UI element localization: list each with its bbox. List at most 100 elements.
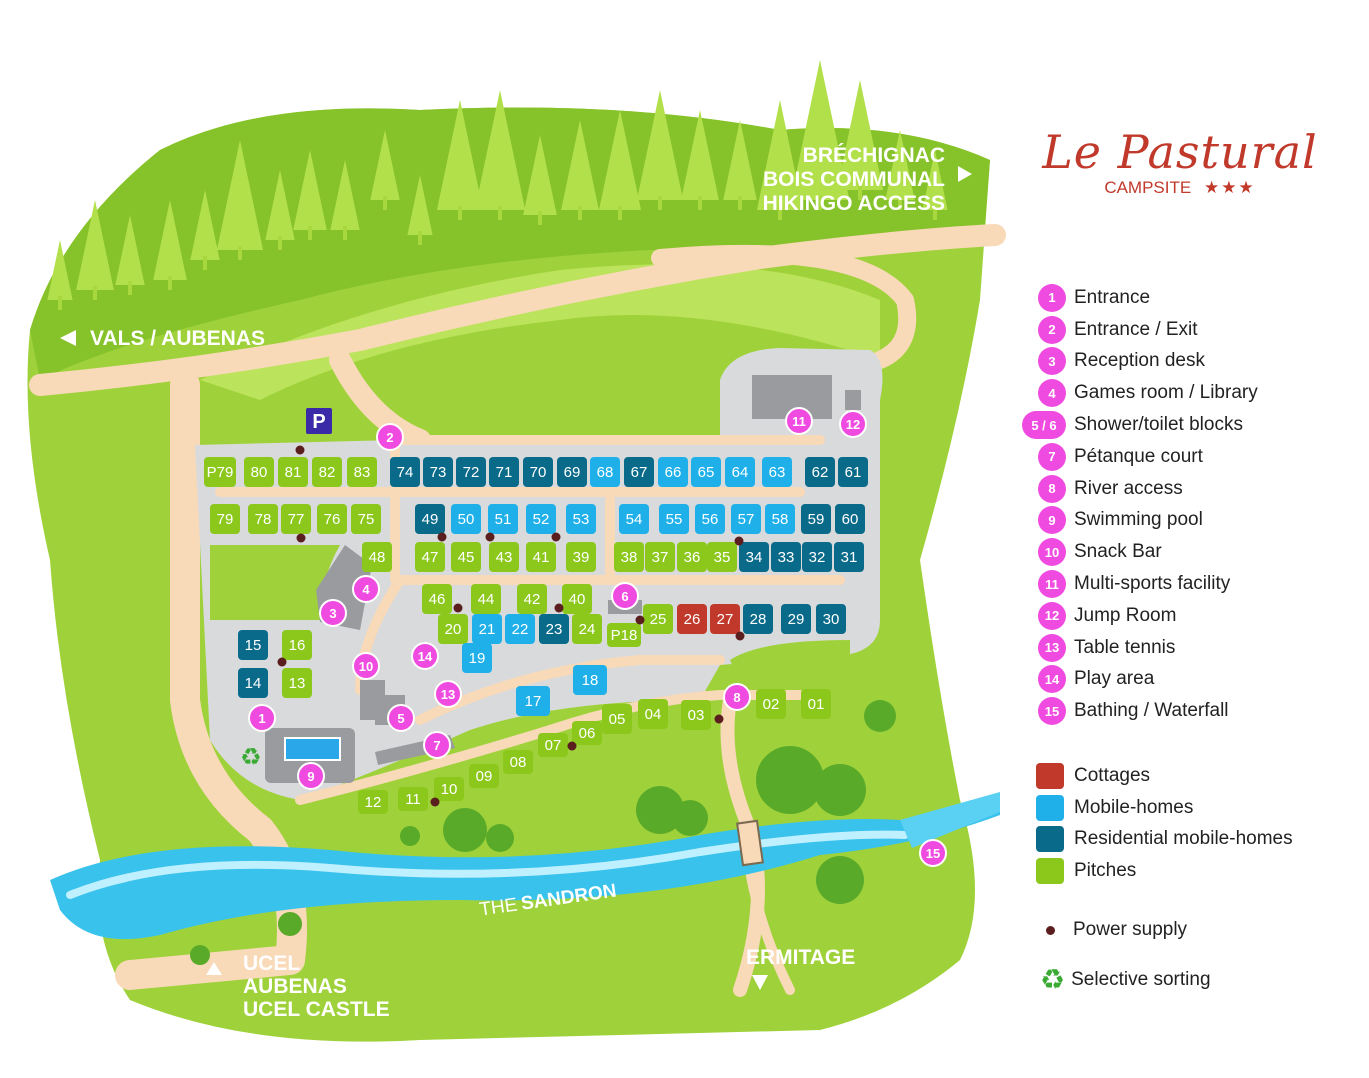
plot-58[interactable]: 58 bbox=[765, 504, 795, 534]
poi-marker-6[interactable]: 6 bbox=[611, 582, 639, 610]
plot-39[interactable]: 39 bbox=[566, 542, 596, 572]
plot-40[interactable]: 40 bbox=[562, 584, 592, 614]
plot-78[interactable]: 78 bbox=[248, 504, 278, 534]
plot-23[interactable]: 23 bbox=[539, 614, 569, 644]
plot-34[interactable]: 34 bbox=[739, 542, 769, 572]
plot-72[interactable]: 72 bbox=[456, 457, 486, 487]
plot-27[interactable]: 27 bbox=[710, 604, 740, 634]
plot-75[interactable]: 75 bbox=[351, 504, 381, 534]
plot-06[interactable]: 06 bbox=[572, 721, 602, 745]
plot-68[interactable]: 68 bbox=[590, 457, 620, 487]
plot-04[interactable]: 04 bbox=[638, 699, 668, 729]
plot-65[interactable]: 65 bbox=[691, 457, 721, 487]
plot-41[interactable]: 41 bbox=[526, 542, 556, 572]
plot-P79[interactable]: P79 bbox=[204, 457, 236, 487]
plot-30[interactable]: 30 bbox=[816, 604, 846, 634]
poi-marker-7[interactable]: 7 bbox=[423, 731, 451, 759]
plot-67[interactable]: 67 bbox=[624, 457, 654, 487]
plot-07[interactable]: 07 bbox=[538, 733, 568, 757]
plot-29[interactable]: 29 bbox=[781, 604, 811, 634]
plot-15[interactable]: 15 bbox=[238, 630, 268, 660]
plot-74[interactable]: 74 bbox=[390, 457, 420, 487]
plot-12[interactable]: 12 bbox=[358, 790, 388, 814]
plot-61[interactable]: 61 bbox=[838, 457, 868, 487]
poi-marker-4[interactable]: 4 bbox=[352, 575, 380, 603]
plot-24[interactable]: 24 bbox=[572, 614, 602, 644]
poi-marker-2[interactable]: 2 bbox=[376, 423, 404, 451]
plot-63[interactable]: 63 bbox=[762, 457, 792, 487]
plot-18[interactable]: 18 bbox=[573, 665, 607, 695]
plot-77[interactable]: 77 bbox=[281, 504, 311, 534]
plot-08[interactable]: 08 bbox=[503, 750, 533, 774]
poi-marker-10[interactable]: 10 bbox=[352, 652, 380, 680]
plot-31[interactable]: 31 bbox=[834, 542, 864, 572]
plot-44[interactable]: 44 bbox=[471, 584, 501, 614]
plot-35[interactable]: 35 bbox=[707, 542, 737, 572]
plot-45[interactable]: 45 bbox=[451, 542, 481, 572]
poi-marker-9[interactable]: 9 bbox=[297, 762, 325, 790]
plot-22[interactable]: 22 bbox=[505, 614, 535, 644]
plot-03[interactable]: 03 bbox=[681, 700, 711, 730]
plot-69[interactable]: 69 bbox=[557, 457, 587, 487]
plot-51[interactable]: 51 bbox=[488, 504, 518, 534]
plot-33[interactable]: 33 bbox=[771, 542, 801, 572]
plot-42[interactable]: 42 bbox=[517, 584, 547, 614]
plot-76[interactable]: 76 bbox=[317, 504, 347, 534]
plot-54[interactable]: 54 bbox=[619, 504, 649, 534]
plot-14[interactable]: 14 bbox=[238, 668, 268, 698]
plot-53[interactable]: 53 bbox=[566, 504, 596, 534]
plot-49[interactable]: 49 bbox=[415, 504, 445, 534]
plot-38[interactable]: 38 bbox=[614, 542, 644, 572]
plot-59[interactable]: 59 bbox=[801, 504, 831, 534]
plot-66[interactable]: 66 bbox=[658, 457, 688, 487]
poi-marker-8[interactable]: 8 bbox=[723, 683, 751, 711]
plot-13[interactable]: 13 bbox=[282, 668, 312, 698]
plot-79[interactable]: 79 bbox=[210, 504, 240, 534]
plot-50[interactable]: 50 bbox=[451, 504, 481, 534]
poi-marker-15[interactable]: 15 bbox=[919, 839, 947, 867]
plot-64[interactable]: 64 bbox=[725, 457, 755, 487]
plot-20[interactable]: 20 bbox=[438, 614, 468, 644]
poi-marker-5[interactable]: 5 bbox=[387, 704, 415, 732]
plot-83[interactable]: 83 bbox=[347, 457, 377, 487]
poi-marker-3[interactable]: 3 bbox=[319, 599, 347, 627]
plot-21[interactable]: 21 bbox=[472, 614, 502, 644]
plot-60[interactable]: 60 bbox=[835, 504, 865, 534]
plot-05[interactable]: 05 bbox=[602, 704, 632, 734]
poi-marker-13[interactable]: 13 bbox=[434, 680, 462, 708]
plot-16[interactable]: 16 bbox=[282, 630, 312, 660]
poi-marker-11[interactable]: 11 bbox=[785, 407, 813, 435]
plot-28[interactable]: 28 bbox=[743, 604, 773, 634]
plot-56[interactable]: 56 bbox=[695, 504, 725, 534]
plot-43[interactable]: 43 bbox=[489, 542, 519, 572]
plot-32[interactable]: 32 bbox=[802, 542, 832, 572]
plot-57[interactable]: 57 bbox=[731, 504, 761, 534]
plot-02[interactable]: 02 bbox=[756, 689, 786, 719]
plot-P18[interactable]: P18 bbox=[607, 623, 641, 647]
poi-marker-12[interactable]: 12 bbox=[839, 410, 867, 438]
plot-55[interactable]: 55 bbox=[659, 504, 689, 534]
plot-46[interactable]: 46 bbox=[422, 584, 452, 614]
plot-70[interactable]: 70 bbox=[523, 457, 553, 487]
plot-62[interactable]: 62 bbox=[805, 457, 835, 487]
plot-36[interactable]: 36 bbox=[677, 542, 707, 572]
plot-47[interactable]: 47 bbox=[415, 542, 445, 572]
plot-82[interactable]: 82 bbox=[312, 457, 342, 487]
plot-80[interactable]: 80 bbox=[244, 457, 274, 487]
poi-marker-14[interactable]: 14 bbox=[411, 642, 439, 670]
plot-09[interactable]: 09 bbox=[469, 764, 499, 788]
plot-81[interactable]: 81 bbox=[278, 457, 308, 487]
plot-37[interactable]: 37 bbox=[645, 542, 675, 572]
poi-marker-1[interactable]: 1 bbox=[248, 704, 276, 732]
plot-73[interactable]: 73 bbox=[423, 457, 453, 487]
plot-26[interactable]: 26 bbox=[677, 604, 707, 634]
plot-25[interactable]: 25 bbox=[643, 604, 673, 634]
plot-48[interactable]: 48 bbox=[362, 542, 392, 572]
plot-11[interactable]: 11 bbox=[398, 787, 428, 811]
plot-17[interactable]: 17 bbox=[516, 686, 550, 716]
plot-10[interactable]: 10 bbox=[434, 777, 464, 801]
plot-52[interactable]: 52 bbox=[526, 504, 556, 534]
plot-19[interactable]: 19 bbox=[462, 643, 492, 673]
plot-01[interactable]: 01 bbox=[801, 689, 831, 719]
plot-71[interactable]: 71 bbox=[489, 457, 519, 487]
